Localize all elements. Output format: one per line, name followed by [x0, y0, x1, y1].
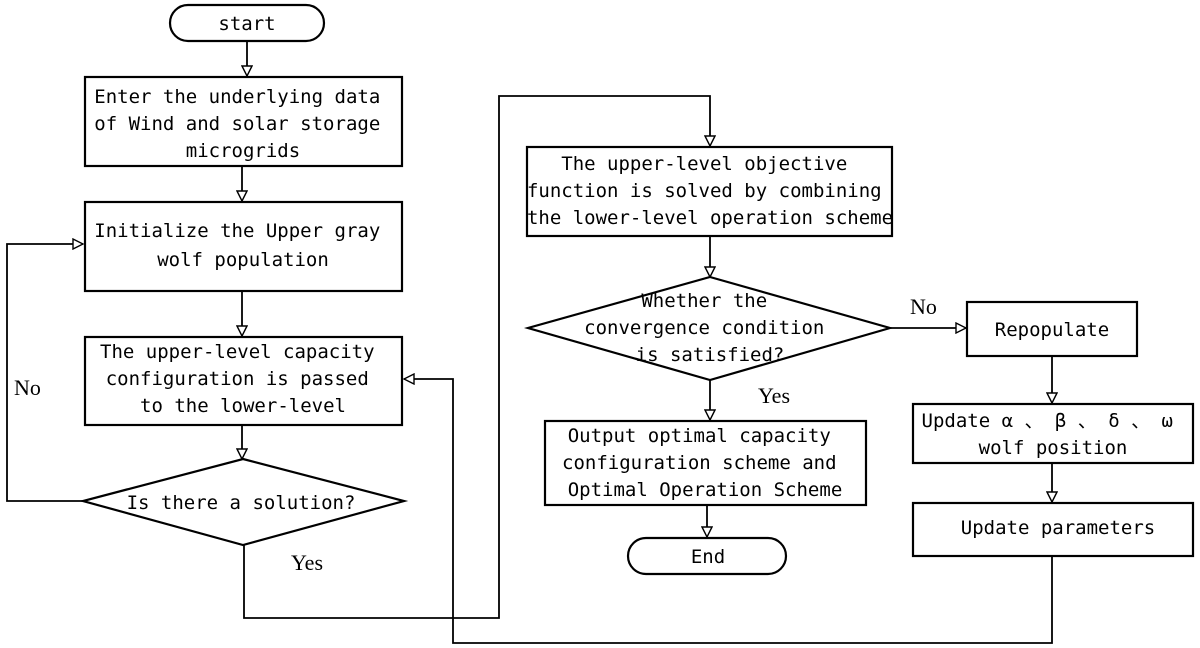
- node-is-solution-label: Is there a solution?: [127, 492, 356, 514]
- node-upper-objective-text: The upper-level objective function is so…: [527, 153, 893, 229]
- node-update-position-text: Update α 、 β 、 δ 、 ω wolf position: [922, 410, 1185, 459]
- node-output-text: Output optimal capacity configuration sc…: [562, 425, 848, 501]
- edge-update-params-loop-to-pass: [404, 379, 1053, 644]
- node-init-population-text: Initialize the Upper gray wolf populatio…: [94, 220, 391, 271]
- node-convergence-text: Whether the convergence condition is sat…: [584, 290, 836, 366]
- node-pass-config: The upper-level capacity configuration i…: [83, 335, 404, 427]
- node-end-label: End: [691, 546, 725, 568]
- node-update-position: Update α 、 β 、 δ 、 ω wolf position: [911, 402, 1195, 465]
- node-output-line: Optimal Operation Scheme: [568, 479, 843, 501]
- edge-label-solution-yes: Yes: [291, 550, 323, 575]
- edge-label-convergence-yes: Yes: [758, 383, 790, 408]
- node-upper-objective-line: The upper-level objective: [561, 153, 847, 175]
- node-enter-data-line: Enter the underlying data: [94, 86, 380, 108]
- node-update-parameters-label: Update parameters: [961, 517, 1155, 539]
- edge-decision-yes-to-upper-obj: [243, 95, 710, 619]
- node-convergence-line: is satisfied?: [636, 344, 785, 366]
- node-upper-objective-line: function is solved by combining: [527, 180, 882, 202]
- node-pass-config-line: configuration is passed: [106, 368, 369, 390]
- node-upper-objective-line: the lower-level operation scheme: [527, 207, 893, 229]
- node-start-label: start: [218, 13, 275, 35]
- node-enter-data-line: microgrids: [186, 140, 300, 162]
- node-pass-config-text: The upper-level capacity configuration i…: [100, 341, 386, 417]
- node-repopulate-label: Repopulate: [995, 319, 1109, 341]
- node-init-population-line: Initialize the Upper gray: [94, 220, 380, 242]
- node-start: start: [168, 3, 326, 43]
- node-upper-objective: The upper-level objective function is so…: [525, 145, 894, 238]
- edge-label-solution-no: No: [14, 375, 41, 400]
- node-output: Output optimal capacity configuration sc…: [543, 419, 868, 507]
- node-init-population: Initialize the Upper gray wolf populatio…: [83, 200, 404, 293]
- node-output-line: Output optimal capacity: [568, 425, 831, 447]
- node-end: End: [626, 536, 788, 576]
- node-convergence-line: Whether the: [641, 290, 767, 312]
- node-output-line: configuration scheme and: [562, 452, 837, 474]
- edge-decision-no-loop: [6, 244, 85, 502]
- node-pass-config-line: to the lower-level: [140, 395, 346, 417]
- node-convergence: Whether the convergence condition is sat…: [523, 275, 894, 382]
- node-enter-data-text: Enter the underlying data of Wind and so…: [94, 86, 391, 162]
- node-enter-data-line: of Wind and solar storage: [94, 113, 380, 135]
- node-update-position-line: Update α 、 β 、 δ 、 ω: [922, 410, 1173, 432]
- node-update-parameters: Update parameters: [911, 501, 1195, 558]
- node-enter-data: Enter the underlying data of Wind and so…: [83, 75, 404, 168]
- edges: [6, 41, 1053, 644]
- edge-label-convergence-no: No: [910, 294, 937, 319]
- node-update-position-line: wolf position: [979, 437, 1128, 459]
- node-pass-config-line: The upper-level capacity: [100, 341, 375, 363]
- node-init-population-line: wolf population: [157, 249, 329, 271]
- node-is-solution: Is there a solution?: [78, 457, 409, 547]
- node-repopulate: Repopulate: [965, 300, 1139, 358]
- node-convergence-line: convergence condition: [584, 317, 824, 339]
